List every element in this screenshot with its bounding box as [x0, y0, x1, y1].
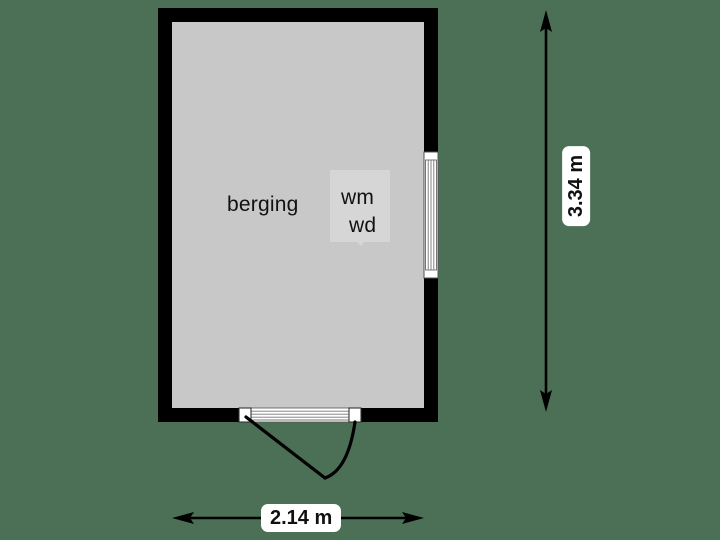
room-label-berging: berging [227, 193, 299, 216]
door-swing-arc [323, 420, 357, 480]
width-dimension-label: 2.14 m [261, 504, 342, 532]
width-dimension-arrow-left [172, 512, 194, 524]
appliance-label-wd: wd [349, 214, 377, 237]
door-swing-panel [244, 415, 327, 480]
height-dimension-line [540, 10, 552, 412]
appliance-label-wm: wm [341, 186, 375, 209]
height-dimension-arrow-top [540, 10, 552, 32]
appliance-body [330, 170, 390, 246]
window-east [423, 151, 439, 279]
door-jamb-right [348, 407, 362, 423]
height-dimension-arrow-bottom [540, 390, 552, 412]
width-dimension-arrow-right [402, 512, 424, 524]
appliance-block-wm-wd [330, 170, 390, 246]
door-south [238, 407, 362, 480]
height-dimension-label: 3.34 m [562, 145, 591, 227]
